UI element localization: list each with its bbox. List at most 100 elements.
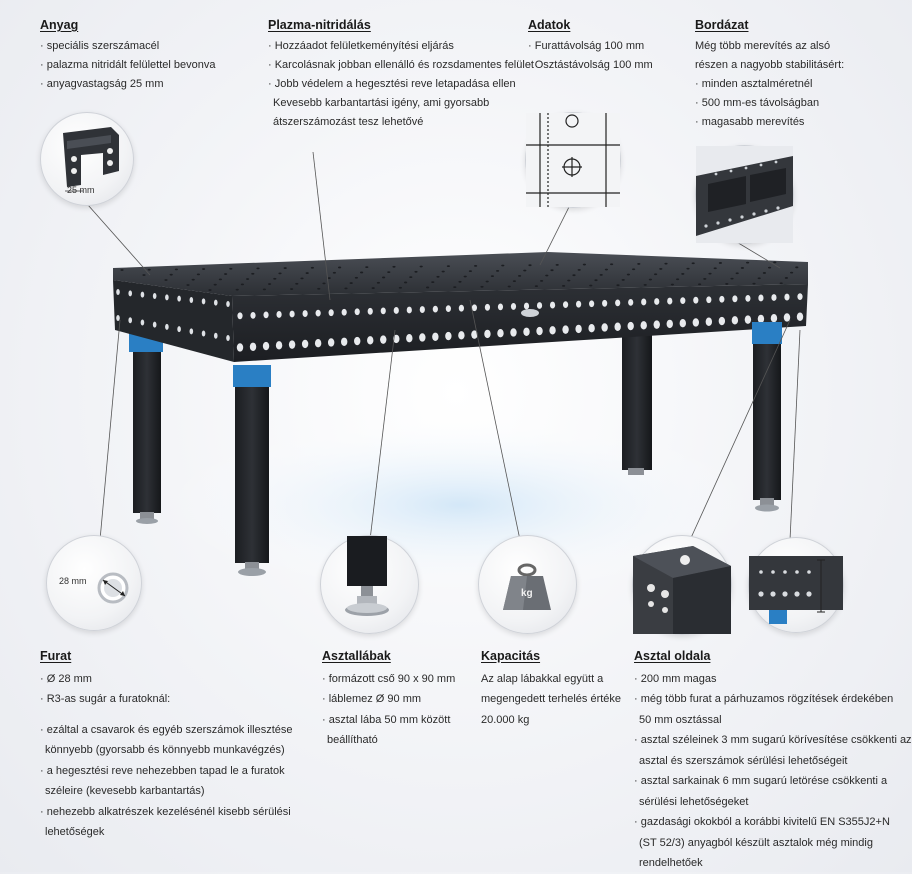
top-hole [256,267,260,270]
anyag-line: · palazma nitridált felülettel bevonva [40,59,216,71]
side-hole [314,338,322,348]
furat-line: · ezáltal a csavarok és egyéb szerszámok… [40,723,293,736]
side-hole [140,319,145,326]
side-hole [770,313,778,323]
top-hole [686,267,690,270]
top-hole [762,272,767,274]
side-hole [380,307,386,315]
top-hole [262,288,266,291]
side-hole [471,330,478,339]
top-hole [322,282,326,285]
top-hole [670,283,675,286]
top-hole [480,285,484,288]
side-hole [576,300,582,308]
top-hole [251,272,255,275]
asztallabak-line: · láblemez Ø 90 mm [322,693,422,705]
side-hole [797,293,803,300]
top-hole [528,264,532,267]
side-hole [679,318,686,328]
top-hole [174,268,178,271]
asztallabak-line: · formázott cső 90 x 90 mm [322,672,456,685]
side-hole [588,323,595,333]
table-side-holes [116,289,804,352]
side-hole [432,305,438,313]
side-hole [328,309,334,317]
top-hole [436,275,440,278]
bordazat-line: · 500 mm-es távolságban [695,97,820,109]
side-hole [757,314,765,324]
top-hole [752,282,756,285]
side-hole [641,298,647,306]
thickness-label: 25 mm [67,185,95,195]
side-hole [250,311,256,319]
side-hole [458,331,465,340]
kapacitas-line: Az alap lábakkal együtt a [481,672,604,685]
top-hole [196,273,200,276]
side-hole [276,311,282,318]
side-hole [237,312,243,320]
bordazat-line: · minden asztalméretnél [695,78,813,90]
oldal-line: · gazdasági okokból a korábbi kivitelű E… [634,816,890,828]
top-hole [562,284,566,287]
top-hole [474,264,478,267]
detail-bordazat-circle [695,145,794,244]
top-hole [572,274,576,277]
detail-oldal-circle-side [748,537,844,633]
side-hole [601,323,608,332]
kapacitas-line: megengedett terhelés értéke [481,693,622,705]
top-hole [740,267,745,269]
furat-line: könnyebb (gyorsabb és könnyebb munkavégz… [45,744,285,756]
top-hole [550,269,554,272]
top-hole [555,263,559,266]
top-hole [218,278,222,281]
side-hole [693,296,699,304]
detail-adatok-circle [525,112,621,208]
top-hole [349,282,353,284]
hole-diameter-label: 28 mm [59,576,87,586]
top-hole [545,274,549,277]
side-hole [510,303,517,310]
back-leg-left [129,330,163,524]
side-hole [692,318,700,327]
side-hole [116,289,120,295]
top-hole [523,269,527,272]
top-hole [290,288,294,290]
side-hole [140,291,145,298]
top-hole [708,272,712,275]
oldal-line: · asztal széleinek 3 mm sugarú körívesít… [634,734,912,746]
side-hole [116,315,120,321]
top-hole [431,281,435,284]
detail-oldal-circle-corner [632,535,732,635]
top-hole [518,274,522,277]
plazma-line: Kevesebb karbantartási igény, ami gyorsa… [273,97,490,109]
top-hole [773,261,777,264]
top-hole [371,287,375,289]
side-hole [536,326,543,336]
side-hole [732,295,738,303]
side-hole [406,306,412,314]
oldal-line: rendelhetőek [639,857,703,869]
side-hole [758,294,764,302]
top-hole [757,277,761,280]
side-hole [523,327,530,336]
top-hole [648,278,653,281]
weight-label: kg [521,588,533,599]
asztallabak-line: · asztal lába 50 mm között [322,713,451,726]
top-hole [169,273,173,276]
furat-line: · nehezebb alkatrészek kezelésénél kiseb… [40,805,291,818]
top-hole [458,280,462,283]
top-hole [632,268,636,271]
plazma-line: átszerszámozást tesz lehetővé [273,116,424,128]
top-hole [616,284,620,287]
side-hole [718,316,726,326]
top-hole [295,282,299,285]
top-hole [414,270,418,273]
side-hole [406,333,413,343]
side-hole [628,299,634,306]
top-hole [676,278,680,281]
side-hole [128,317,133,324]
top-hole [229,267,233,270]
block-furat: Furat · Ø 28 mm · R3-as sugár a furatokn… [40,646,293,843]
furat-line: széleire (kevesebb karbantartás) [45,785,205,797]
top-hole [577,268,581,271]
